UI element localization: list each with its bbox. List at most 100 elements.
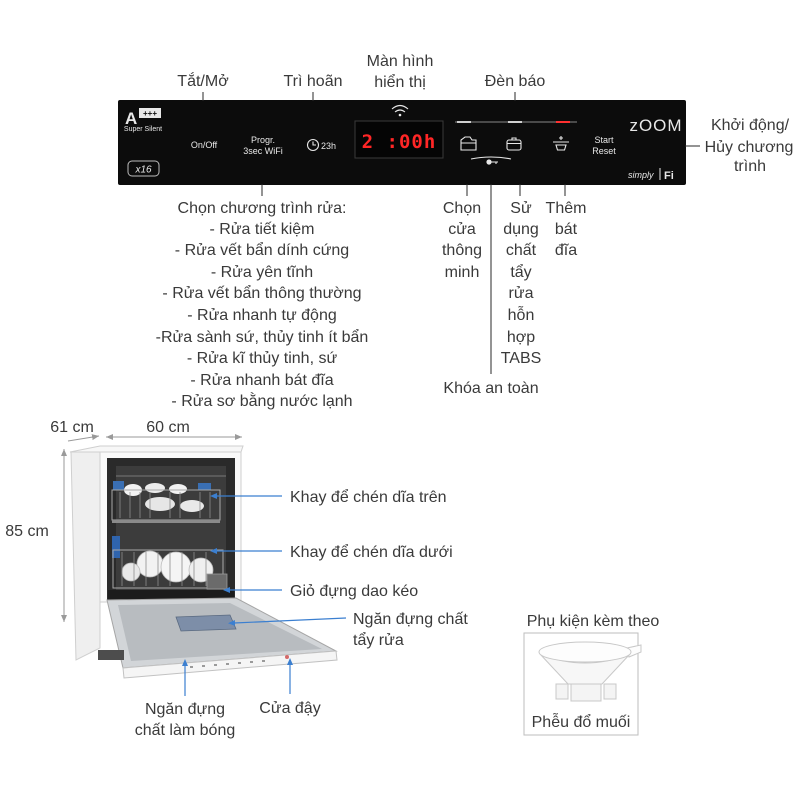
upper-rack-cup — [145, 483, 165, 493]
key-lock-head — [486, 159, 492, 165]
upper-rack-item — [198, 483, 211, 490]
lower-rack-handle — [112, 536, 120, 558]
dishwasher-door-edge — [122, 650, 338, 679]
on-off-button-label: On/Off — [191, 140, 218, 150]
program-item: - Rửa nhanh bát đĩa — [190, 372, 333, 389]
key-lock-icon — [470, 156, 512, 165]
reset-button-label: Reset — [592, 146, 616, 156]
detergent-compartment-leader — [228, 617, 347, 626]
indicator-lights — [455, 121, 577, 123]
app-logo-prefix: simply — [628, 170, 654, 180]
machine-callout-lines — [182, 493, 347, 696]
child-lock-callout: Khóa an toàn — [443, 380, 538, 397]
super-silent-label: Super Silent — [124, 126, 162, 133]
program-button-sublabel: 3sec WiFi — [243, 146, 283, 156]
dishwasher-illustration — [69, 445, 338, 679]
salt-funnel-rim — [538, 641, 632, 663]
smart-door-callout-line: Chọn — [443, 200, 481, 217]
start-button-label: Start — [594, 135, 614, 145]
width-dimension-label: 60 cm — [146, 419, 190, 436]
door-callout: Cửa đậy — [259, 700, 320, 717]
delay-value: 23h — [321, 141, 336, 151]
display-callout-line-1: Màn hình — [367, 53, 434, 70]
salt-funnel-foot-left — [555, 683, 569, 700]
accessories-section: Phụ kiện kèm theo Phễu đổ muối — [523, 613, 660, 736]
height-dimension-label: 85 cm — [5, 523, 49, 540]
program-select-title: Chọn chương trình rửa: — [178, 200, 347, 217]
upper-rack-tines — [119, 492, 211, 518]
capacity-badge — [127, 160, 160, 177]
energy-plus-badge — [139, 108, 161, 118]
cavity-floor — [108, 590, 234, 600]
tabs-callout-line: hỗn — [508, 305, 535, 324]
detergent-compartment — [175, 614, 237, 632]
display-readout: 2 :00h — [362, 131, 437, 153]
tabs-callout-line: TABS — [501, 350, 542, 367]
wifi-icon-inner-arc — [394, 109, 406, 113]
clock-icon-hands — [312, 141, 316, 146]
depth-dimension-label: 61 cm — [50, 419, 94, 436]
indicator-light-2 — [508, 121, 522, 123]
upper-rack-cup — [169, 484, 187, 494]
smart-door-callout-line: cửa — [448, 221, 476, 238]
add-dish-callout-line: bát — [555, 221, 578, 238]
program-item: - Rửa yên tĩnh — [211, 264, 313, 281]
accessories-title: Phụ kiện kèm theo — [527, 613, 660, 630]
energy-class-label: A — [125, 109, 137, 128]
program-item: - Rửa tiết kiệm — [210, 221, 315, 238]
clock-icon-face — [306, 138, 320, 152]
accessory-item-label: Phễu đổ muối — [532, 712, 631, 731]
display-screen — [354, 120, 444, 159]
add-dish-callout-line: Thêm — [546, 200, 587, 217]
smart-door-callout-line: thông — [442, 242, 482, 259]
program-item: -Rửa sành sứ, thủy tinh ít bẩn — [156, 328, 369, 346]
key-lock-shaft — [491, 161, 498, 164]
program-item: - Rửa sơ bằng nước lạnh — [171, 391, 352, 410]
clock-icon — [306, 138, 320, 152]
start-cancel-callout-line-2: Hủy chương — [705, 139, 794, 156]
cutlery-basket — [206, 573, 228, 590]
cutlery-basket-callout: Giỏ đựng dao kéo — [290, 583, 418, 600]
salt-funnel-foot-right — [603, 683, 617, 700]
detergent-compartment-callout-line-1: Ngăn đựng chất — [353, 611, 468, 628]
salt-funnel-spout — [570, 683, 602, 702]
lower-rack-plate — [136, 550, 164, 578]
delay-callout: Trì hoãn — [284, 73, 343, 90]
upper-rack-bowl — [180, 500, 204, 512]
lower-rack-frame — [112, 549, 224, 589]
start-cancel-callout-line-3: trình — [734, 158, 766, 175]
lower-rack-plate — [160, 551, 192, 583]
wifi-icon-outer-arc — [391, 104, 409, 110]
upper-rack-item — [113, 481, 124, 490]
tabs-detergent-icon-lid — [507, 137, 521, 145]
program-item: - Rửa vết bẩn thông thường — [162, 284, 361, 302]
tabs-detergent-icon-box — [506, 139, 522, 151]
program-item: - Rửa nhanh tự động — [187, 307, 337, 324]
tabs-detergent-icon — [506, 137, 522, 151]
program-button-label: Progr. — [251, 135, 275, 145]
wifi-icon-dot — [398, 113, 402, 117]
program-item: - Rửa vết bẩn dính cứng — [175, 241, 349, 259]
door-control-buttons — [190, 660, 265, 668]
dishwasher-side-panel — [70, 451, 101, 661]
indicator-callout: Đèn báo — [485, 73, 546, 90]
app-logo-suffix: Fi — [664, 170, 674, 182]
rinse-aid-callout-line-1: Ngăn đựng — [145, 701, 225, 718]
tabs-callout-line: Sử — [510, 200, 532, 217]
power-callout: Tắt/Mở — [177, 71, 229, 90]
indicator-light-3 — [556, 121, 570, 123]
smart-door-icon — [460, 136, 477, 151]
lower-rack-tines — [121, 552, 207, 586]
brand-logo: zOOM — [629, 116, 682, 135]
upper-rack-bowl — [145, 497, 175, 511]
program-item: - Rửa kĩ thủy tinh, sứ — [187, 350, 338, 367]
dishwasher-door-inner-panel — [118, 603, 322, 661]
panel-callouts: Tắt/Mở Trì hoãn Màn hình hiển thị Đèn bá… — [156, 53, 794, 410]
display-callout-line-2: hiển thị — [374, 73, 426, 91]
capacity-badge-label: x16 — [134, 165, 152, 176]
add-dish-icon-plus — [559, 136, 563, 140]
upper-rack-rail — [112, 520, 220, 523]
upper-rack-callout: Khay để chén dĩa trên — [290, 488, 447, 506]
